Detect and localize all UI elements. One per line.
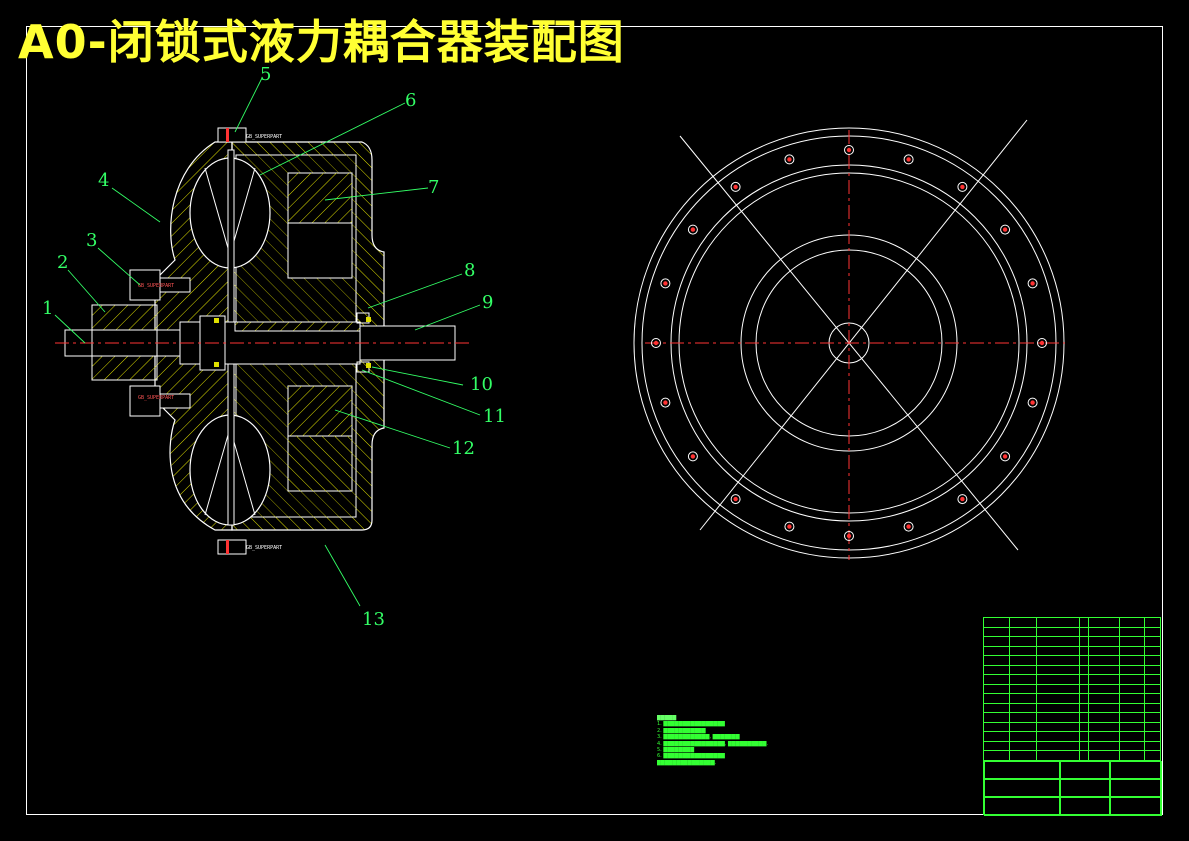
bolt-hole — [784, 521, 795, 532]
title-block-cell — [1110, 761, 1162, 779]
bolt-hole-center — [690, 454, 696, 459]
bolt-hole-center — [906, 524, 911, 529]
title-block-cell — [984, 779, 1060, 797]
bolt-hole-center — [1002, 454, 1008, 459]
bolt-hole — [1027, 397, 1038, 408]
title-block-cell — [1110, 779, 1162, 797]
drawing-title: A0-闭锁式液力耦合器装配图 — [18, 15, 625, 69]
bom-row — [984, 704, 1160, 713]
title-block-cell — [984, 797, 1060, 816]
callout-3: 3 — [86, 230, 97, 251]
bolt-hole-center — [1030, 281, 1035, 286]
bolt-hole — [784, 154, 795, 165]
part-tag-upper-bolt: GB_SUPERPART — [138, 283, 174, 289]
callout-7: 7 — [428, 177, 439, 198]
bom-column-line — [1144, 618, 1145, 761]
bolt-hole — [903, 521, 914, 532]
bolt-hole — [730, 494, 741, 505]
bolt-hole — [1000, 224, 1011, 235]
bolt-hole-center — [663, 281, 668, 286]
callout-11: 11 — [483, 406, 506, 427]
drawing-frame — [26, 26, 1163, 815]
bolt-lower-flange — [129, 385, 161, 417]
bolt-hole-circle — [651, 145, 1047, 541]
part-tag-lower-bolt: GB_SUPERPART — [138, 395, 174, 401]
bolt-hole-center — [846, 533, 852, 539]
bolt-hole — [651, 338, 661, 348]
bolt-top — [217, 127, 247, 143]
bill-of-materials — [983, 617, 1162, 816]
callout-6: 6 — [405, 90, 416, 111]
callout-1: 1 — [42, 298, 53, 319]
bom-row — [984, 637, 1160, 647]
title-block-cell — [984, 761, 1060, 779]
bom-column-line — [1036, 618, 1037, 761]
bom-column-line — [1088, 618, 1089, 761]
bom-row — [984, 723, 1160, 732]
bom-row — [984, 675, 1160, 685]
bom-row — [984, 666, 1160, 675]
front-view — [633, 119, 1065, 560]
bolt-hole-center — [846, 147, 852, 153]
title-block-cell — [1110, 797, 1162, 816]
bolt-hole — [660, 397, 671, 408]
bolt-hole — [660, 278, 671, 289]
bom-column-line — [1009, 618, 1010, 761]
bolt-hole — [957, 181, 968, 192]
bolt-hole — [844, 531, 854, 541]
bom-row — [984, 751, 1160, 761]
bolt-hole — [903, 154, 914, 165]
bolt-hole-center — [733, 184, 738, 190]
callout-12: 12 — [452, 438, 475, 459]
bolt-hole-center — [690, 227, 696, 232]
bom-row — [984, 618, 1160, 628]
callout-13: 13 — [362, 609, 385, 630]
bolt-hole-center — [906, 157, 911, 162]
title-block-cell — [1060, 797, 1110, 816]
part-tag-top: GB_SUPERPART — [246, 134, 282, 140]
bom-column-line — [1079, 618, 1080, 761]
bolt-hole-center — [787, 524, 792, 529]
leader-lines — [54, 77, 481, 607]
bom-row — [984, 732, 1160, 742]
bolt-hole — [957, 494, 968, 505]
bom-column-line — [1119, 618, 1120, 761]
bolt-hole-center — [960, 496, 965, 502]
bolt-hole — [730, 181, 741, 192]
bolt-hole-center — [960, 184, 965, 190]
bom-row — [984, 694, 1160, 704]
bolt-hole — [687, 224, 698, 235]
section-view: GB_SUPERPART GB_SUPERPART GB_SUPERPART G… — [55, 127, 470, 555]
bolt-hole-center — [1002, 227, 1008, 232]
callout-5: 5 — [260, 64, 271, 85]
bolt-bottom — [217, 539, 247, 555]
bolt-hole-center — [787, 157, 792, 162]
part-tag-bottom: GB_SUPERPART — [246, 545, 282, 551]
callout-10: 10 — [470, 374, 493, 395]
bom-row — [984, 647, 1160, 656]
bom-row — [984, 742, 1160, 751]
bolt-hole-center — [733, 496, 738, 502]
bolt-hole — [1000, 451, 1011, 462]
bolt-hole-center — [1030, 400, 1035, 405]
bolt-hole — [1027, 278, 1038, 289]
bolt-hole — [844, 145, 854, 155]
bom-row — [984, 628, 1160, 637]
bom-row — [984, 685, 1160, 694]
bolt-hole-center — [1039, 340, 1045, 346]
bolt-hole — [687, 451, 698, 462]
bolt-hole-center — [653, 340, 659, 346]
technical-notes: █████ 1. ████████████████ 2. ███████████… — [657, 715, 769, 766]
title-block-cell — [1060, 761, 1110, 779]
callout-2: 2 — [57, 252, 68, 273]
bolt-hole — [1037, 338, 1047, 348]
bom-row — [984, 713, 1160, 723]
callout-8: 8 — [464, 260, 475, 281]
title-block-cell — [1060, 779, 1110, 797]
bom-row — [984, 656, 1160, 666]
bolt-hole-center — [663, 400, 668, 405]
callout-9: 9 — [482, 292, 493, 313]
callout-4: 4 — [98, 170, 109, 191]
